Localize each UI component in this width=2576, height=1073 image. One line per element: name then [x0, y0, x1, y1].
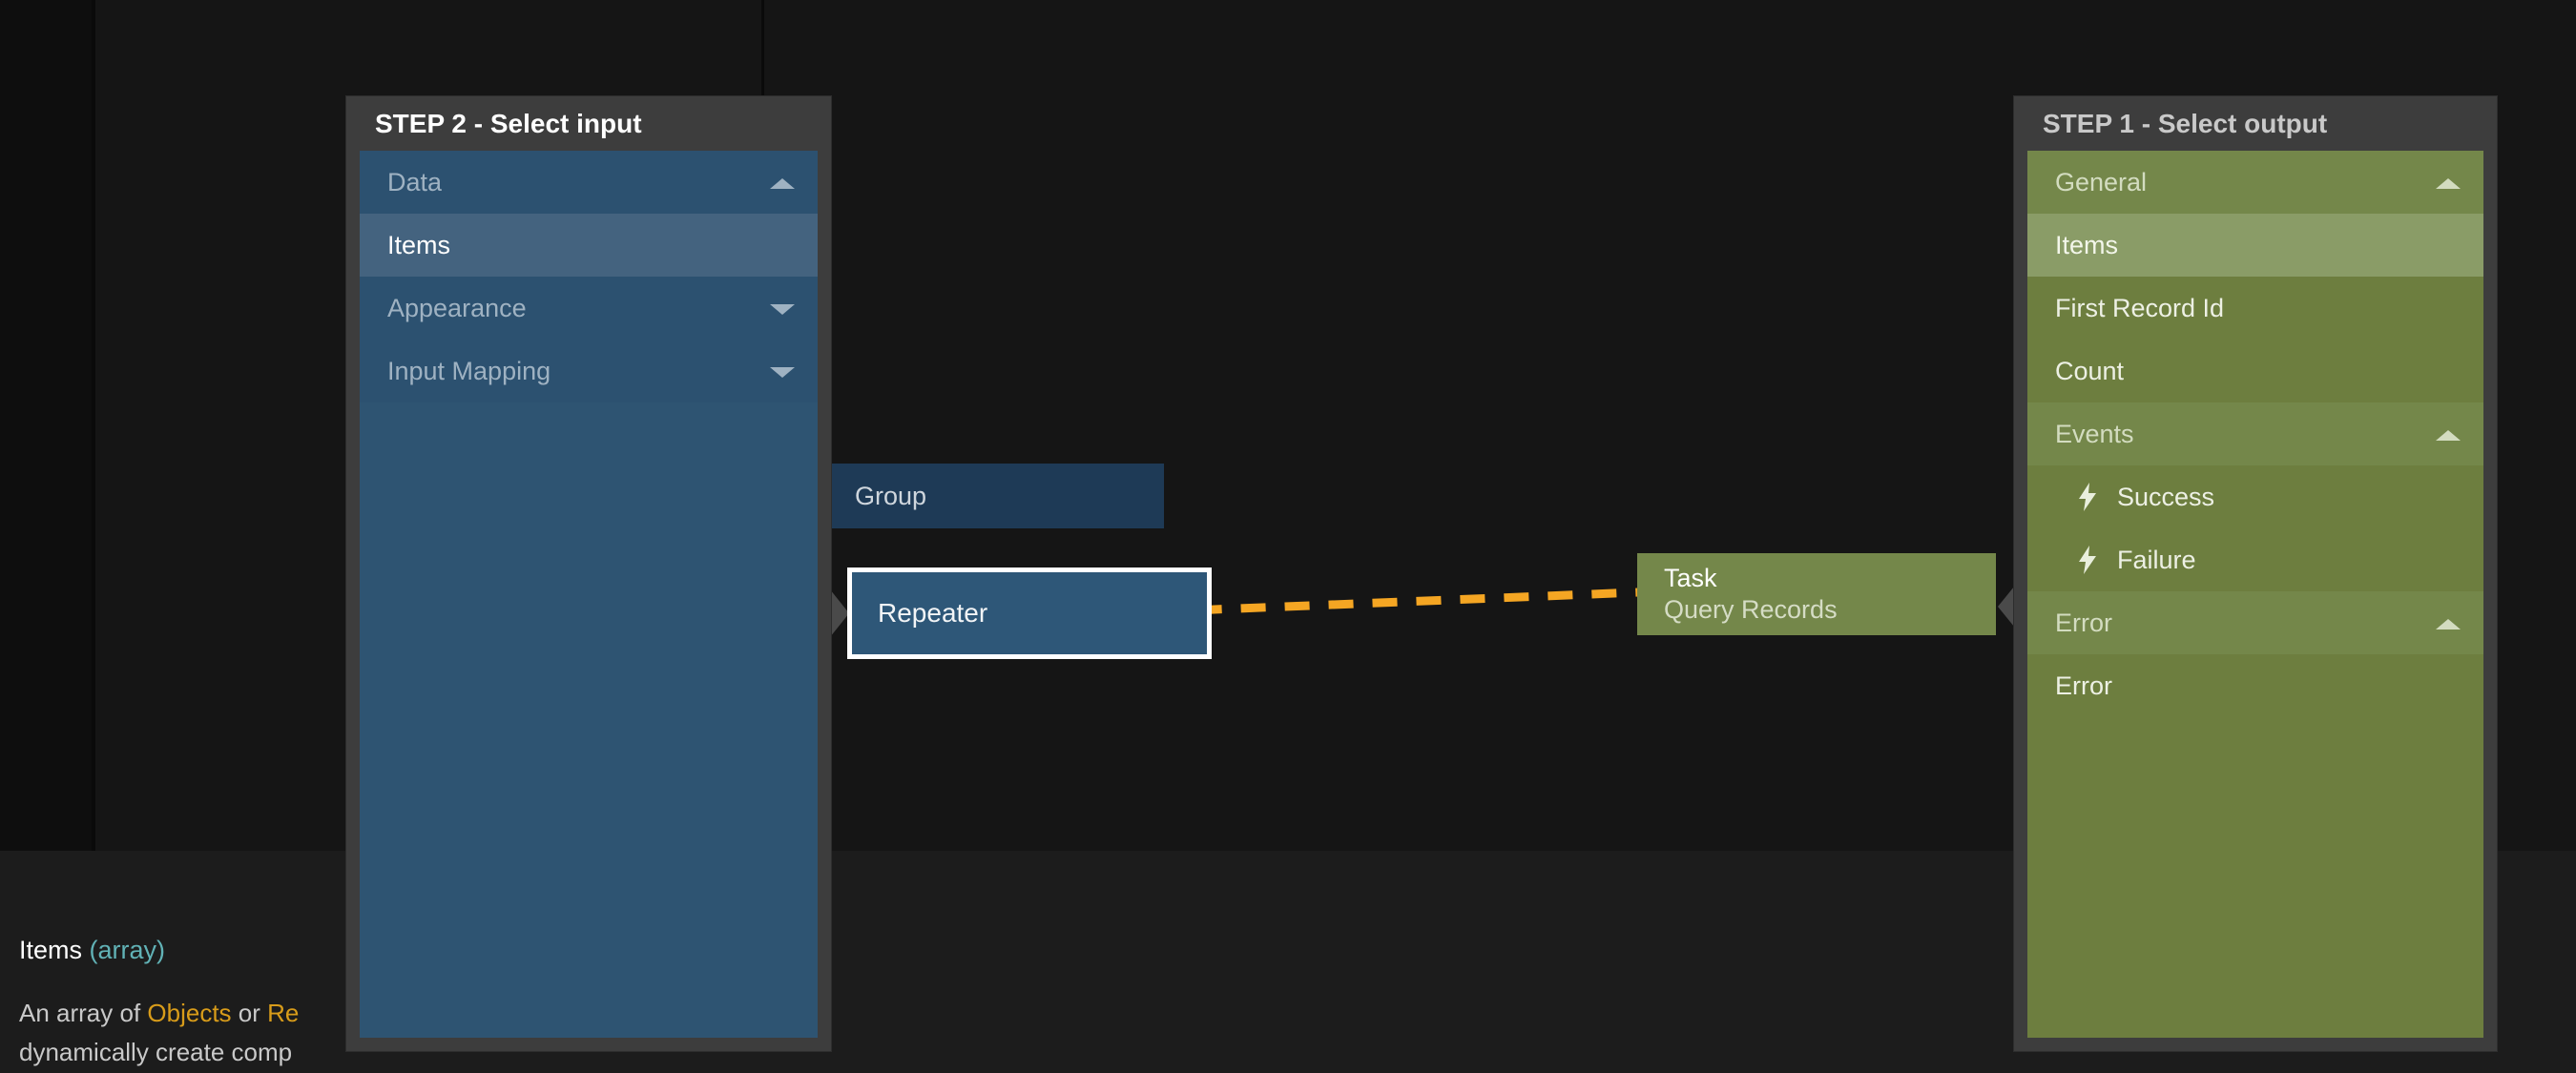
- output-tree-row-general[interactable]: General: [2027, 151, 2483, 214]
- input-tree-row-appearance[interactable]: Appearance: [360, 277, 818, 340]
- step-1-select-output-panel: STEP 1 - Select output General Items Fir…: [2013, 95, 2498, 1052]
- tooltip-property-name: Items: [19, 935, 83, 964]
- node-repeater-label: Repeater: [878, 598, 988, 628]
- output-tree-row-error[interactable]: Error: [2027, 654, 2483, 717]
- output-tree-label-failure: Failure: [2117, 545, 2196, 574]
- lightning-bolt-icon: [2075, 483, 2100, 511]
- tooltip-link-records[interactable]: Re: [267, 998, 300, 1027]
- canvas-node-repeater[interactable]: Repeater: [847, 567, 1212, 659]
- output-tree-row-success[interactable]: Success: [2027, 465, 2483, 528]
- output-tree-label-general: General: [2055, 167, 2148, 196]
- output-tree-label-success: Success: [2117, 482, 2215, 511]
- tooltip-link-objects[interactable]: Objects: [147, 998, 232, 1027]
- output-tree-label-error-group: Error: [2055, 608, 2112, 637]
- output-tree: General Items First Record Id Count Even…: [2027, 151, 2483, 1038]
- tooltip-title: Items (array): [19, 936, 420, 965]
- input-tree: Data Items Appearance Input Mapping: [360, 151, 818, 1038]
- input-tree-row-data[interactable]: Data: [360, 151, 818, 214]
- output-tree-label-events: Events: [2055, 419, 2134, 448]
- output-tree-row-failure[interactable]: Failure: [2027, 528, 2483, 591]
- output-tree-label-error: Error: [2055, 671, 2112, 700]
- chevron-up-icon[interactable]: [2436, 422, 2461, 446]
- input-tree-label-data: Data: [387, 167, 443, 196]
- input-tree-label-appearance: Appearance: [387, 293, 527, 322]
- input-tree-label-items: Items: [387, 230, 451, 259]
- canvas-vertical-divider-left: [92, 0, 95, 851]
- tooltip-desc-line2: dynamically create comp: [19, 1038, 293, 1067]
- output-tree-label-items: Items: [2055, 230, 2119, 259]
- chevron-down-icon[interactable]: [770, 359, 795, 383]
- output-tree-row-count[interactable]: Count: [2027, 340, 2483, 402]
- output-tree-row-error-group[interactable]: Error: [2027, 591, 2483, 654]
- tooltip-desc-pre: An array of: [19, 998, 148, 1027]
- step-2-select-input-panel: STEP 2 - Select input Data Items Appeara…: [345, 95, 832, 1052]
- output-tree-label-count: Count: [2055, 356, 2125, 385]
- output-tree-row-events[interactable]: Events: [2027, 402, 2483, 465]
- property-help-tooltip: Items (array) An array of Objects or Re …: [19, 913, 420, 1073]
- step-1-panel-title: STEP 1 - Select output: [2043, 108, 2328, 138]
- node-task-subtitle: Query Records: [1664, 595, 1838, 624]
- output-tree-label-first-record-id: First Record Id: [2055, 293, 2225, 322]
- chevron-up-icon[interactable]: [2436, 170, 2461, 195]
- chevron-up-icon[interactable]: [2436, 610, 2461, 635]
- canvas-node-task[interactable]: Task Query Records: [1637, 553, 1996, 635]
- input-tree-row-input-mapping[interactable]: Input Mapping: [360, 340, 818, 402]
- lightning-bolt-icon: [2075, 546, 2100, 574]
- node-task-title: Task: [1664, 563, 1717, 592]
- node-group-label: Group: [855, 481, 927, 510]
- chevron-up-icon[interactable]: [770, 170, 795, 195]
- output-tree-row-first-record-id[interactable]: First Record Id: [2027, 277, 2483, 340]
- tooltip-property-type: (array): [89, 935, 166, 964]
- output-tree-row-items[interactable]: Items: [2027, 214, 2483, 277]
- canvas-left-gutter: [0, 0, 93, 851]
- tooltip-desc-mid: or: [231, 998, 268, 1027]
- chevron-down-icon[interactable]: [770, 296, 795, 320]
- input-tree-row-items[interactable]: Items: [360, 214, 818, 277]
- tooltip-description: An array of Objects or Re dynamically cr…: [19, 994, 420, 1073]
- input-tree-label-input-mapping: Input Mapping: [387, 356, 551, 385]
- canvas-node-group[interactable]: Group: [826, 464, 1164, 528]
- step-2-panel-title: STEP 2 - Select input: [375, 108, 642, 138]
